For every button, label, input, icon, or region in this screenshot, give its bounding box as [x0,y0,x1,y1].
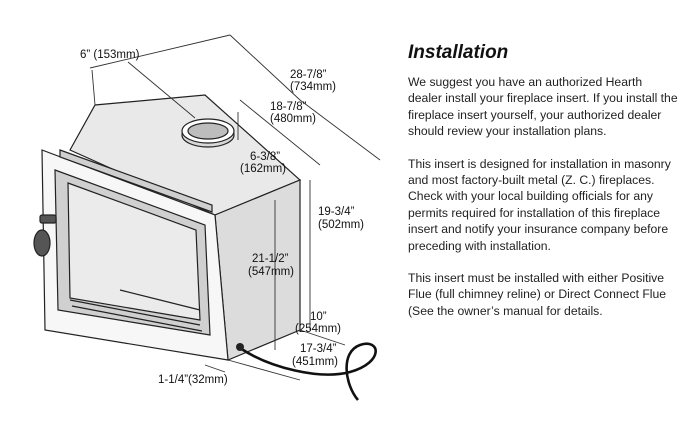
dim-flue-offset-mm: (162mm) [240,163,286,175]
dim-flue-offset-in: 6-3/8” [250,151,280,163]
door-handle-icon [33,214,57,257]
dim-depth-total-in: 17-3/4” [300,343,337,355]
dim-height-total-in: 19-3/4” [318,206,355,218]
paragraph-dealer: We suggest you have an authorized Hearth… [408,75,678,139]
installation-panel: Installation We suggest you have an auth… [408,42,678,335]
dim-flue-diameter: 6” (153mm) [80,49,140,61]
dim-depth-mm: (254mm) [295,323,341,335]
dim-height-body-mm: (547mm) [248,266,294,278]
insert-body [41,94,302,361]
dimension-lines [89,34,381,381]
paragraph-flue: This insert must be installed with eithe… [408,271,667,318]
dim-depth-in: 10” [310,311,327,323]
dim-depth-total-mm: (451mm) [292,356,338,368]
paragraph-compatibility: This insert is designed for installation… [408,156,671,253]
dim-front-lip: 1-1/4”(32mm) [158,374,228,386]
dim-width-back-mm: (734mm) [290,81,336,93]
fireplace-insert-diagram: 6” (153mm) 28-7/8” (734mm) 18-7/8” (480m… [33,34,381,401]
flue-collar [181,118,235,148]
dim-width-top-mm: (480mm) [270,113,316,125]
dim-width-back-in: 28-7/8” [290,69,327,81]
page-title: Installation [408,42,509,63]
dim-height-total-mm: (502mm) [318,219,364,231]
cord-plug-icon [236,343,244,351]
dim-height-body-in: 21-1/2” [252,253,289,265]
power-cord [239,342,377,401]
dim-width-top-in: 18-7/8” [270,101,307,113]
